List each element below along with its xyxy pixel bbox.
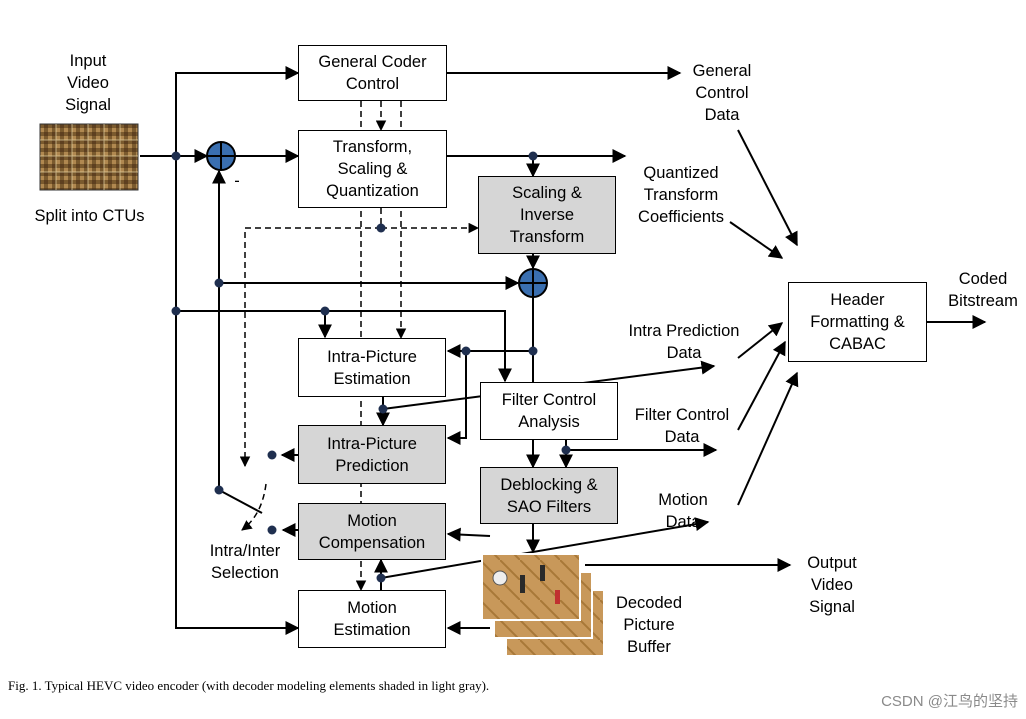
junction-dots: [171, 151, 571, 583]
watermark: CSDN @江鸟的坚持: [881, 693, 1018, 710]
intra-inter-selection-label: Intra/Inter Selection: [209, 542, 281, 582]
wire-input-to-coder-control: [175, 66, 300, 156]
figure-caption: Fig. 1. Typical HEVC video encoder (with…: [8, 678, 490, 693]
decoded-picture-buffer-label: Decoded Picture Buffer: [615, 594, 683, 656]
wire-intra-data-to-header: [737, 322, 784, 359]
wire-input-to-filter: [325, 310, 512, 383]
scaling-inverse-transform-block: Scaling & Inverse Transform: [478, 176, 616, 254]
summing-junction-reconstruction: [518, 268, 548, 298]
input-video-signal-label: Input Video Signal: [65, 52, 111, 114]
decoded-picture-buffer-frames: [481, 553, 605, 657]
wire-quant-data-to-header: [729, 221, 784, 259]
motion-compensation-block: Motion Compensation: [298, 503, 446, 560]
transform-scaling-quantization-block: Transform, Scaling & Quantization: [298, 130, 447, 208]
coded-bitstream-label: Coded Bitstream: [948, 270, 1018, 310]
wire-motion-data-to-header: [737, 371, 799, 506]
wire-estimation-to-motion-data: [380, 517, 710, 579]
quantized-transform-coefficients-label: Quantized Transform Coefficients: [638, 164, 724, 226]
summing-junction-residual: [206, 141, 236, 171]
switch-arc: [241, 483, 267, 531]
filter-control-analysis-block: Filter Control Analysis: [480, 382, 618, 440]
motion-data-label: Motion Data: [658, 491, 708, 531]
control-to-inverse: [380, 208, 480, 234]
output-video-signal-label: Output Video Signal: [807, 554, 857, 616]
filter-control-data-label: Filter Control Data: [634, 406, 730, 446]
split-into-ctus-label: Split into CTUs: [34, 207, 145, 225]
intra-picture-prediction-block: Intra-Picture Prediction: [298, 425, 446, 484]
switch-blade: [218, 489, 263, 514]
intra-picture-estimation-block: Intra-Picture Estimation: [298, 338, 446, 397]
wire-input-bus: [140, 155, 300, 635]
general-control-data-label: General Control Data: [692, 62, 752, 124]
wire-input-to-intra-est: [176, 310, 332, 339]
wire-buffer-to-compensation: [446, 527, 491, 542]
minus-sign-label: -: [234, 172, 240, 190]
deblocking-sao-filters-block: Deblocking & SAO Filters: [480, 467, 618, 524]
header-formatting-cabac-block: Header Formatting & CABAC: [788, 282, 927, 362]
wire-filter-data-to-header: [737, 340, 786, 431]
general-coder-control-block: General Coder Control: [298, 45, 447, 101]
motion-estimation-block: Motion Estimation: [298, 590, 446, 648]
wire-intra-feedback: [446, 351, 467, 445]
intra-prediction-data-label: Intra Prediction Data: [628, 322, 740, 362]
wire-general-data-to-header: [737, 129, 798, 247]
control-to-switch: [239, 227, 381, 468]
input-video-thumbnail: [39, 123, 139, 191]
